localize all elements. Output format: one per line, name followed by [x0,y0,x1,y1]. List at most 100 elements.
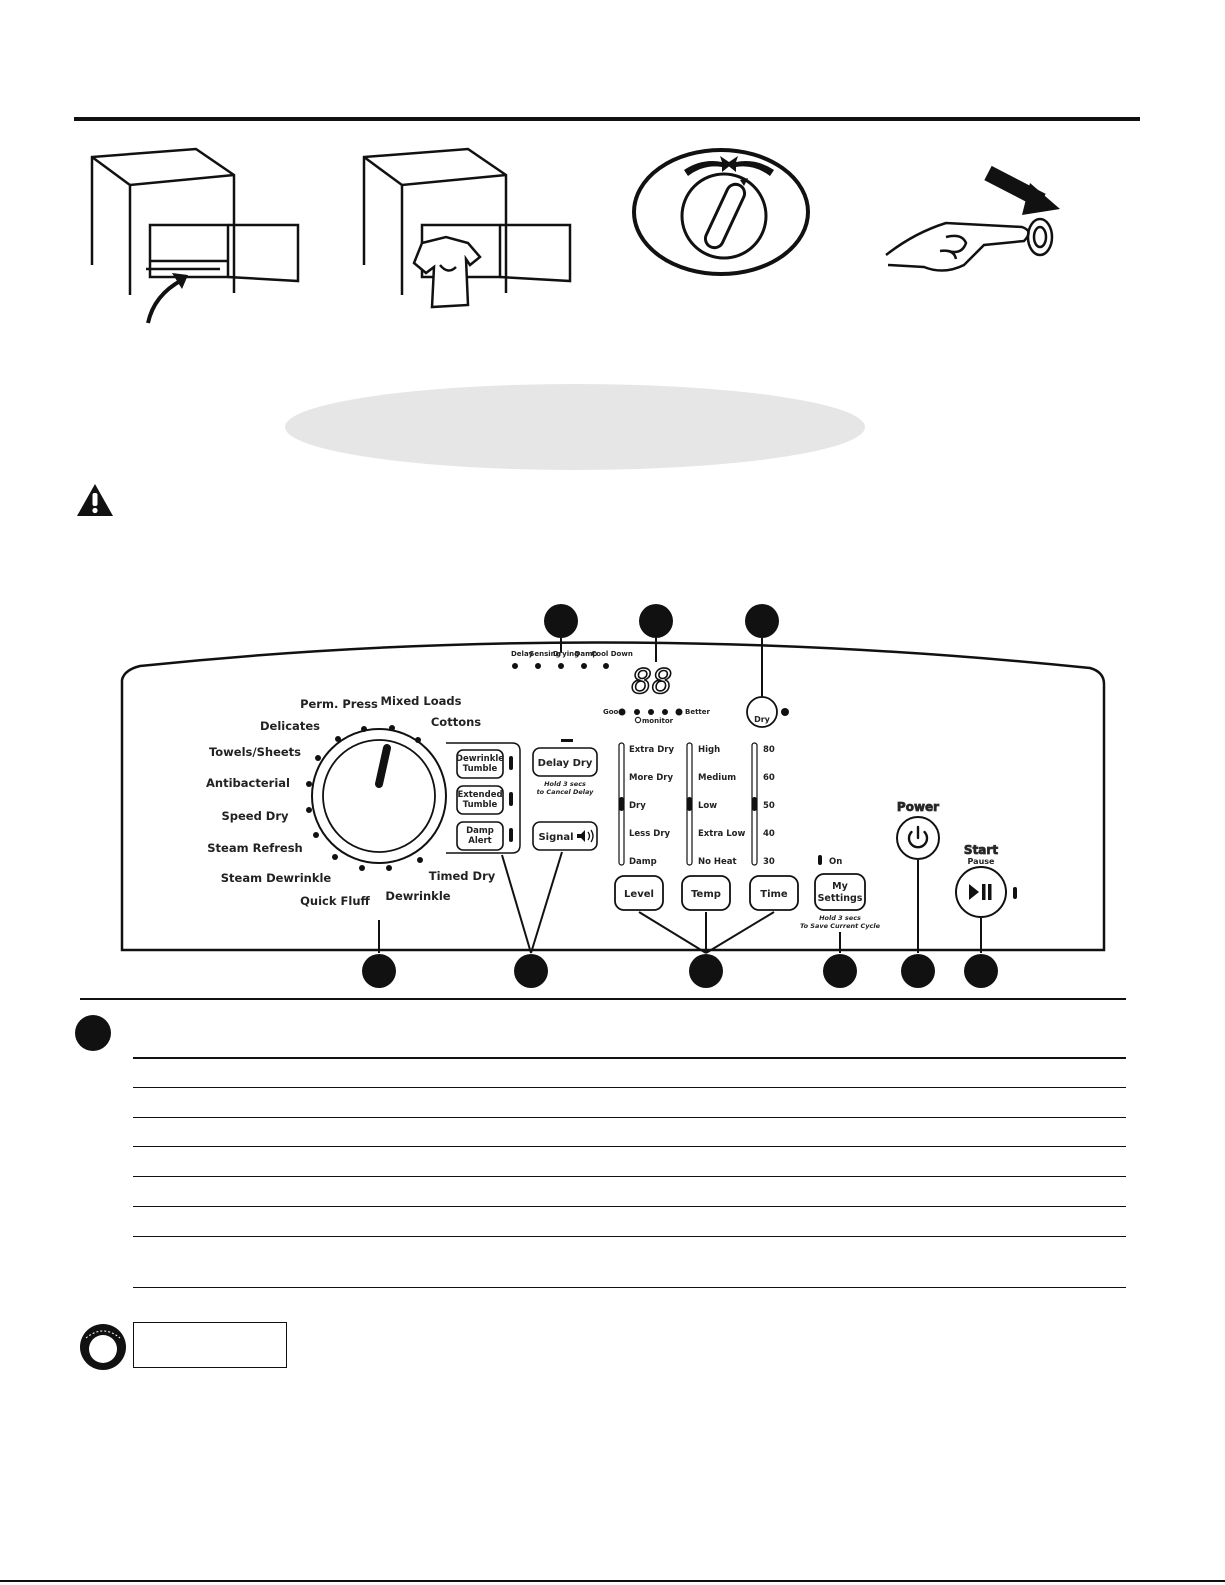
cycle-towels-sheets: Towels/Sheets [209,745,301,759]
callout-start [964,954,998,988]
cycle-delicates: Delicates [260,719,320,733]
svg-text:Temp: Temp [691,889,721,900]
select-cycle-dial-illustration [632,148,810,276]
cycle-timed-dry: Timed Dry [429,869,496,883]
nsf-logo [80,1324,126,1370]
press-start-illustration [885,165,1060,272]
bottom-rule [0,1580,1225,1582]
damp-alert-button[interactable]: Damp Alert [456,821,504,851]
warning-icon [77,484,113,516]
status-delay: Delay [511,650,533,658]
delay-dry-indicator [561,739,573,742]
level-more-dry: More Dry [629,773,673,783]
cycle-cottons: Cottons [431,715,481,729]
level-button[interactable]: Level [614,875,664,911]
power-icon [907,825,929,849]
cycle-steam-dewrinkle: Steam Dewrinkle [221,871,332,885]
time-selected-indicator [752,797,757,811]
cycle-antibacterial: Antibacterial [206,776,290,790]
status-cool-down: Cool Down [591,650,633,658]
time-button[interactable]: Time [749,875,799,911]
top-rule [74,117,1140,121]
dryer-lint-filter-illustration [90,147,300,324]
level-dry: Dry [629,801,646,811]
callout-modify [689,954,723,988]
monitor-e-icon [634,716,642,724]
svg-text:Delay Dry: Delay Dry [538,758,593,769]
monitor-label: monitor [642,717,674,725]
load-clothes-illustration [362,147,572,309]
level-selected-indicator [619,797,624,811]
temp-selected-indicator [687,797,692,811]
cycle-quick-fluff: Quick Fluff [300,894,370,908]
delay-dry-button[interactable]: Delay Dry [532,747,598,777]
svg-text:Level: Level [624,889,654,900]
start-pause-button[interactable] [955,866,1007,918]
time-80: 80 [763,745,775,755]
cycle-perm-press: Perm. Press [300,697,378,711]
start-label: Start [964,843,998,857]
svg-text:Time: Time [760,889,788,900]
svg-text:Hold 3 secs: Hold 3 secs [819,914,861,922]
table-rule-5 [133,1206,1126,1207]
callout-dry-button [745,604,779,638]
cycle-dewrinkle: Dewrinkle [385,889,450,903]
time-50: 50 [763,801,775,811]
dry-button[interactable]: Dry [746,696,778,728]
pause-label: Pause [968,857,996,866]
table-rule-6 [133,1236,1126,1237]
dry-indicator-light [781,708,789,716]
dewrinkle-tumble-button[interactable]: Dewrinkle Tumble [456,749,504,779]
cycle-steam-refresh: Steam Refresh [207,841,303,855]
time-60: 60 [763,773,775,783]
svg-text:Hold 3 secs: Hold 3 secs [544,780,586,788]
control-panel: Delay Sensing Drying Damp Cool Down 88 G… [120,604,1106,988]
monitor-good-label: Good [603,708,623,716]
power-button[interactable] [896,816,940,860]
svg-text:Tumble: Tumble [463,764,498,774]
time-40: 40 [763,829,775,839]
cycle-mixed-loads: Mixed Loads [381,694,462,708]
signal-icon [577,829,594,843]
extended-tumble-button[interactable]: Extended Tumble [456,785,504,815]
monitor-better-label: Better [685,708,711,716]
temp-extra-low: Extra Low [698,829,745,839]
section-callout [75,1015,111,1051]
my-settings-button[interactable]: My Settings [814,873,866,911]
signal-button[interactable]: Signal [532,821,598,851]
start-indicator-light [1013,887,1017,899]
highlight-pill [285,384,865,470]
svg-text:Settings: Settings [818,893,863,904]
level-damp: Damp [629,857,657,867]
callout-status-lights [544,604,578,638]
table-rule-7 [133,1287,1126,1288]
callout-cycle-dial [362,954,396,988]
cycle-dial[interactable] [311,728,521,864]
my-settings-on-indicator [818,855,822,865]
status-drying: Drying [553,650,579,658]
section-rule [80,998,1126,1000]
svg-text:Alert: Alert [468,836,492,846]
temp-medium: Medium [698,773,736,783]
temp-button[interactable]: Temp [681,875,731,911]
svg-text:Damp: Damp [466,826,494,836]
svg-text:My: My [832,881,848,892]
callout-power [901,954,935,988]
temp-no-heat: No Heat [698,857,737,867]
svg-text:to Cancel Delay: to Cancel Delay [537,788,595,796]
level-less-dry: Less Dry [629,829,671,839]
cycle-speed-dry: Speed Dry [221,809,289,823]
dry-button-label: Dry [754,715,771,724]
level-extra-dry: Extra Dry [629,745,674,755]
svg-text:Dewrinkle: Dewrinkle [456,754,504,764]
time-30: 30 [763,857,775,867]
status-damp: Damp [575,650,598,658]
table-rule-3 [133,1146,1126,1147]
power-label: Power [897,800,939,814]
table-rule-head [133,1057,1126,1059]
callout-options [514,954,548,988]
svg-text:To Save Current Cycle: To Save Current Cycle [800,922,881,930]
table-rule-4 [133,1176,1126,1177]
status-sensing: Sensing [529,650,560,658]
nsf-certification-box [133,1322,287,1368]
